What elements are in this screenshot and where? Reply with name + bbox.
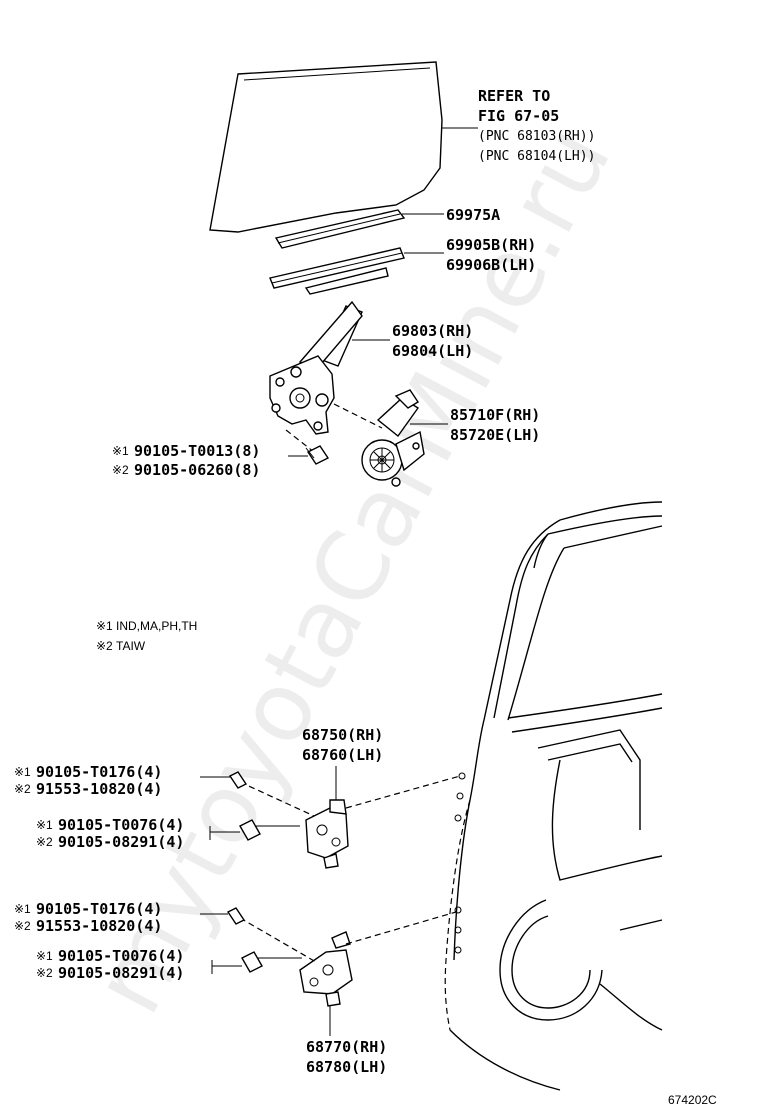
- label-upper-b2: 90105-08291(4): [58, 833, 184, 851]
- label-85720e: 85720E(LH): [450, 426, 540, 444]
- window-motor: [361, 389, 425, 487]
- note1-text: IND,MA,PH,TH: [116, 619, 197, 633]
- label-69975a: 69975A: [446, 206, 500, 224]
- mark-upper-a1: ※1: [14, 765, 31, 779]
- label-68780: 68780(LH): [306, 1058, 387, 1076]
- figure-code: 674202C: [668, 1093, 717, 1107]
- label-lower-a2: 91553-10820(4): [36, 917, 162, 935]
- label-68750: 68750(RH): [302, 726, 383, 744]
- leader-lower-b: [211, 960, 242, 974]
- guide-lower-hinge-door: [345, 911, 457, 945]
- run-channel-69975a: [274, 209, 406, 249]
- door-frame: [444, 501, 663, 1091]
- window-regulator: [269, 300, 363, 435]
- mark-b2: ※2: [112, 463, 129, 477]
- reference-line3: (PNC 68103(RH)): [478, 129, 595, 144]
- guide-upper-hinge-door: [345, 775, 461, 809]
- mark-lower-b2: ※2: [36, 966, 53, 980]
- door-glass: [209, 61, 443, 233]
- weatherstrip-69905b: [269, 247, 405, 295]
- label-b1: 90105-T0013(8): [134, 442, 260, 460]
- reference-line4: (PNC 68104(LH)): [478, 149, 595, 164]
- bolt-upper-b: [239, 819, 300, 841]
- mark-lower-a2: ※2: [14, 919, 31, 933]
- label-lower-b2: 90105-08291(4): [58, 964, 184, 982]
- mark-upper-a2: ※2: [14, 782, 31, 796]
- note1-mark: ※1: [96, 619, 113, 633]
- guide-upper-bolt-a: [239, 781, 315, 817]
- label-69905b: 69905B(RH): [446, 236, 536, 254]
- bolt-lower-b: [241, 951, 302, 973]
- mark-b1: ※1: [112, 444, 129, 458]
- lower-hinge: [299, 931, 353, 1007]
- bolt-lower-a: [226, 907, 246, 925]
- label-69906b: 69906B(LH): [446, 256, 536, 274]
- label-68770: 68770(RH): [306, 1038, 387, 1056]
- mark-lower-a1: ※1: [14, 902, 31, 916]
- label-upper-a1: 90105-T0176(4): [36, 763, 162, 781]
- label-68760: 68760(LH): [302, 746, 383, 764]
- mark-lower-b1: ※1: [36, 949, 53, 963]
- reference-line2: FIG 67-05: [478, 107, 559, 125]
- mark-upper-b2: ※2: [36, 835, 53, 849]
- reference-line1: REFER TO: [478, 87, 550, 105]
- watermark: mytoyotaCarMine.ru: [71, 109, 632, 1031]
- guide-regulator-motor: [333, 403, 383, 429]
- note2-mark: ※2: [96, 639, 113, 653]
- label-upper-b1: 90105-T0076(4): [58, 816, 184, 834]
- reference-note: REFER TO FIG 67-05 (PNC 68103(RH)) (PNC …: [478, 87, 595, 164]
- label-69803: 69803(RH): [392, 322, 473, 340]
- label-lower-a1: 90105-T0176(4): [36, 900, 162, 918]
- guide-bolt-regulator: [285, 429, 315, 453]
- bolt-upper-a: [228, 771, 248, 789]
- note2-text: TAIW: [116, 639, 146, 653]
- label-upper-a2: 91553-10820(4): [36, 780, 162, 798]
- label-69804: 69804(LH): [392, 342, 473, 360]
- label-lower-b1: 90105-T0076(4): [58, 947, 184, 965]
- guide-lower-bolt-a: [239, 917, 317, 963]
- leader-upper-b: [209, 826, 240, 840]
- upper-hinge: [305, 799, 349, 869]
- watermark-text: mytoyotaCarMine.ru: [71, 109, 632, 1031]
- label-85710f: 85710F(RH): [450, 406, 540, 424]
- label-b2: 90105-06260(8): [134, 461, 260, 479]
- mark-upper-b1: ※1: [36, 818, 53, 832]
- bolt-90105-t0013: [305, 445, 330, 465]
